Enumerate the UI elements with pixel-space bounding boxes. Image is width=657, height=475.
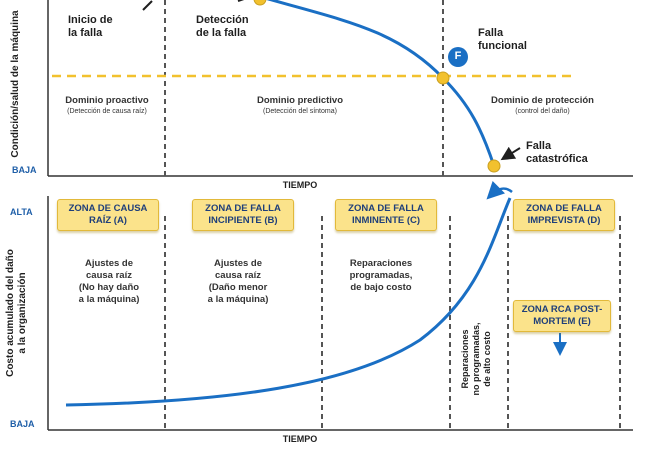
domain-proactive-sub: (Detección de causa raíz) xyxy=(67,108,147,115)
zone-incipient-desc: Ajustes de causa raíz (Daño menor a la m… xyxy=(207,258,269,305)
detection-point xyxy=(253,0,267,6)
top-x-axis-label: TIEMPO xyxy=(282,180,318,190)
bottom-x-axis-label: TIEMPO xyxy=(282,434,318,444)
bottom-y-axis-label: Costo acumulado del daño a la organizaci… xyxy=(5,249,28,377)
pf-curve xyxy=(266,0,496,167)
zone-root-cause-desc: Ajustes de causa raíz (No hay daño a la … xyxy=(78,258,140,305)
failure-start-label: Inicio de la falla xyxy=(68,14,113,39)
zone-rca-postmortem: ZONA RCA POST- MORTEM (E) xyxy=(513,300,611,332)
domain-protection-sub: (control del daño) xyxy=(515,108,570,115)
zone-unforeseen: ZONA DE FALLA IMPREVISTA (D) xyxy=(513,199,615,231)
unscheduled-repairs-label: Reparaciones no programadas, de alto cos… xyxy=(460,322,492,396)
bottom-y-high-label: ALTA xyxy=(10,207,33,217)
domain-proactive: Dominio proactivo (Detección de causa ra… xyxy=(52,95,162,115)
zone-incipient: ZONA DE FALLA INCIPIENTE (B) xyxy=(192,199,294,231)
catastrophic-failure-label: Falla catastrófica xyxy=(526,140,588,165)
domain-protection: Dominio de protección (control del daño) xyxy=(470,95,615,115)
cost-return-arrow xyxy=(486,180,513,200)
catastrophic-arrow xyxy=(500,146,521,161)
threshold-point xyxy=(436,71,450,85)
functional-failure-badge: F xyxy=(454,50,462,62)
zone-imminent-desc: Reparaciones programadas, de bajo costo xyxy=(349,258,413,293)
functional-failure-label: Falla funcional xyxy=(478,27,527,52)
detection-label: Detección de la falla xyxy=(196,14,249,39)
top-y-low-label: BAJA xyxy=(12,165,37,175)
domain-protection-title: Dominio de protección xyxy=(491,95,594,106)
catastrophic-point xyxy=(487,159,501,173)
domain-predictive-sub: (Detección del síntoma) xyxy=(263,108,337,115)
domain-proactive-title: Dominio proactivo xyxy=(65,95,149,106)
top-y-axis-label: Condición/salud de la máquina xyxy=(10,10,21,158)
detection-pointer xyxy=(237,0,245,2)
zone-root-cause: ZONA DE CAUSA RAÍZ (A) xyxy=(57,199,159,231)
zone-imminent: ZONA DE FALLA INMINENTE (C) xyxy=(335,199,437,231)
cost-curve xyxy=(65,197,512,407)
functional-failure-badge-bg xyxy=(448,47,468,67)
start-pointer xyxy=(142,0,153,11)
domain-predictive-title: Dominio predictivo xyxy=(256,95,344,106)
bottom-y-low-label: BAJA xyxy=(10,419,35,429)
domain-predictive: Dominio predictivo (Detección del síntom… xyxy=(230,95,370,115)
